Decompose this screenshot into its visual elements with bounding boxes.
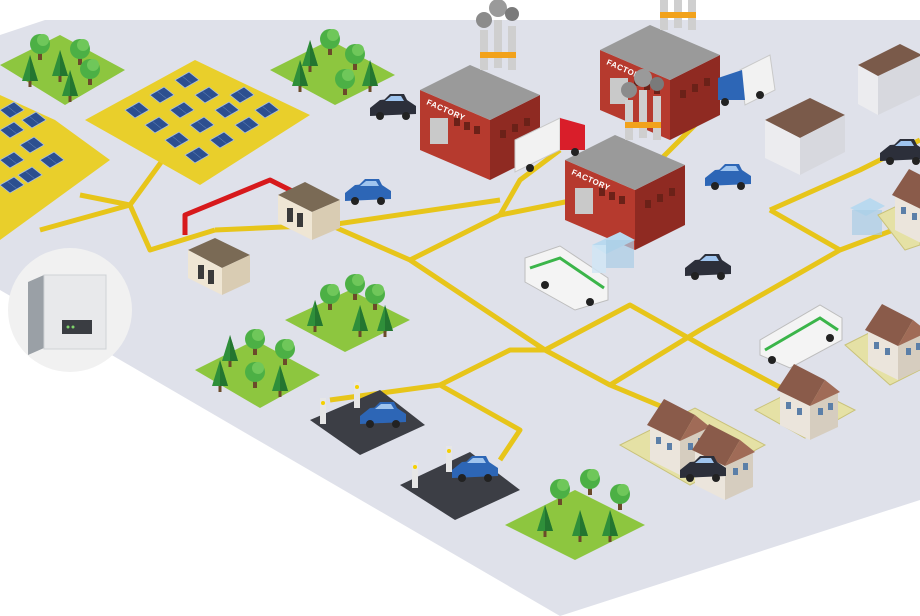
bus-left [524, 245, 609, 311]
forest-top-left [0, 34, 125, 105]
solar-farm-center [85, 60, 310, 185]
factory-left: FACTORY [420, 0, 540, 180]
house-far-right [877, 169, 920, 251]
active-power-line [182, 177, 302, 235]
house-medium [753, 364, 857, 440]
substation-right [278, 182, 340, 240]
bus-stop-right [850, 198, 885, 235]
forest-center [285, 274, 410, 352]
bus-right [759, 304, 843, 369]
inverter-device-icon [8, 248, 132, 372]
solar-farm-left [0, 95, 110, 240]
apartment-building-right [765, 98, 845, 175]
truck-white [514, 117, 585, 173]
forest-top-center [270, 29, 395, 105]
forest-left [195, 329, 320, 408]
house-right [844, 304, 920, 386]
factory-center: FACTORY [565, 69, 685, 250]
bus-stop-center [592, 232, 635, 273]
ev-charging-station-bottom [400, 446, 520, 520]
apartment-building-far-right [858, 44, 920, 115]
ev-charging-station-top [310, 382, 425, 455]
forest-bottom [505, 469, 645, 560]
substation-left [188, 238, 250, 295]
truck-blue [718, 54, 776, 106]
house-large [618, 399, 767, 500]
